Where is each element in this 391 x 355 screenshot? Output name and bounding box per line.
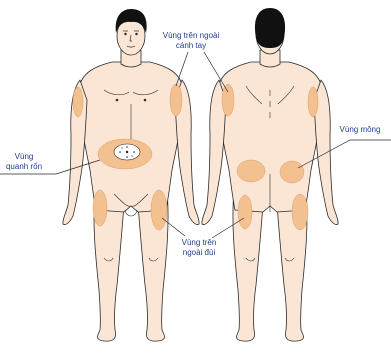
label-upper-outer-thigh-line1: Vùng trên [176, 238, 222, 248]
label-upper-outer-thigh: Vùng trên ngoài đùi [176, 238, 222, 258]
label-upper-outer-arm-line1: Vùng trên ngoài [159, 31, 223, 41]
label-around-navel-line1: Vùng [5, 152, 43, 162]
zone-back-right-thigh [292, 194, 308, 230]
zone-left-buttock [237, 160, 265, 182]
zone-back-right-upper-arm [308, 87, 318, 117]
zone-front-right-thigh [151, 190, 167, 230]
label-around-navel-line2: quanh rốn [5, 162, 43, 172]
label-buttocks-line1: Vùng mông [328, 125, 391, 135]
front-figure [63, 17, 199, 341]
label-upper-outer-arm-line2: cánh tay [159, 41, 223, 51]
label-upper-outer-arm: Vùng trên ngoài cánh tay [159, 31, 223, 51]
label-around-navel: Vùng quanh rốn [5, 152, 43, 172]
zone-right-buttock [280, 161, 304, 183]
zone-back-left-upper-arm [222, 84, 234, 116]
zone-back-left-thigh [238, 195, 252, 229]
zone-front-left-upper-arm [73, 87, 83, 117]
zone-front-left-thigh [93, 190, 107, 226]
label-buttocks: Vùng mông [328, 125, 391, 135]
zone-front-right-upper-arm [170, 84, 182, 116]
label-upper-outer-thigh-line2: ngoài đùi [176, 248, 222, 258]
back-hair [255, 8, 285, 48]
